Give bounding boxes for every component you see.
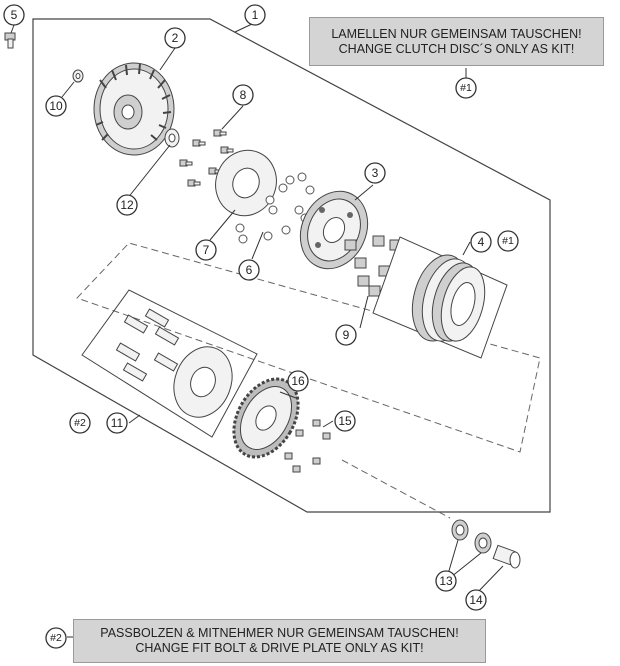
kit-ref-2-part11-label: #2 xyxy=(74,417,86,429)
callout-4-label: 4 xyxy=(478,235,485,249)
callout-3: 3 xyxy=(364,162,386,184)
part-fit-bolt-drive-plate-kit-11 xyxy=(81,289,258,438)
part-thrust-washer-12 xyxy=(164,128,180,148)
part-clutch-basket-2 xyxy=(93,62,175,156)
kit-ref-2-part11: #2 xyxy=(69,412,91,434)
callout-7: 7 xyxy=(195,239,217,261)
callout-16-label: 16 xyxy=(291,374,305,388)
callout-3-label: 3 xyxy=(372,166,379,180)
kit-ref-1-part4: #1 xyxy=(497,230,519,252)
kit-note-clutch-discs: LAMELLEN NUR GEMEINSAM TAUSCHEN! CHANGE … xyxy=(309,17,604,66)
part-washer-10 xyxy=(72,69,84,83)
part-screws-15 xyxy=(284,419,331,473)
dashed-shaft-axis xyxy=(341,459,451,519)
kit-note-fit-bolt-german: PASSBOLZEN & MITNEHMER NUR GEMEINSAM TAU… xyxy=(100,626,459,640)
kit-ref-1-part4-label: #1 xyxy=(502,235,514,247)
part-bolt-5 xyxy=(4,32,16,49)
callout-15: 15 xyxy=(334,410,356,432)
part-spacers-13 xyxy=(451,519,492,554)
callout-5-label: 5 xyxy=(11,8,18,22)
dashed-group-outline xyxy=(76,242,541,453)
callout-11-label: 11 xyxy=(111,416,124,430)
callout-6: 6 xyxy=(238,259,260,281)
callout-14-label: 14 xyxy=(469,593,483,607)
callout-9-label: 9 xyxy=(343,328,350,342)
kit-note-fit-bolt-drive-plate: PASSBOLZEN & MITNEHMER NUR GEMEINSAM TAU… xyxy=(73,619,486,663)
callout-11: 11 xyxy=(106,412,128,434)
callout-2: 2 xyxy=(164,27,186,49)
part-screws-8 xyxy=(179,129,234,187)
callout-16: 16 xyxy=(287,370,309,392)
callout-8: 8 xyxy=(232,84,254,106)
callout-5: 5 xyxy=(3,4,25,26)
kit-note-clutch-discs-german: LAMELLEN NUR GEMEINSAM TAUSCHEN! xyxy=(331,27,582,41)
callout-4: 4 xyxy=(470,231,492,253)
part-bushing-14 xyxy=(492,544,521,569)
callout-1: 1 xyxy=(244,4,266,26)
callout-12: 12 xyxy=(116,194,138,216)
kit-ref-1-note: #1 xyxy=(455,77,477,99)
callout-10-label: 10 xyxy=(49,99,63,113)
callout-14: 14 xyxy=(465,589,487,611)
callout-1-label: 1 xyxy=(252,8,259,22)
callout-8-label: 8 xyxy=(240,88,247,102)
callout-7-label: 7 xyxy=(203,243,210,257)
part-plate-7 xyxy=(215,149,277,217)
callout-15-label: 15 xyxy=(338,414,352,428)
kit-note-clutch-discs-english: CHANGE CLUTCH DISC´S ONLY AS KIT! xyxy=(338,42,575,56)
callout-12-label: 12 xyxy=(120,198,134,212)
part-gear-16 xyxy=(232,377,300,459)
callout-13-label: 13 xyxy=(439,574,453,588)
kit-ref-2-note-label: #2 xyxy=(50,632,62,644)
callout-10: 10 xyxy=(45,95,67,117)
callout-9: 9 xyxy=(335,324,357,346)
kit-note-fit-bolt-english: CHANGE FIT BOLT & DRIVE PLATE ONLY AS KI… xyxy=(135,641,424,655)
part-springs-9 xyxy=(344,235,402,297)
callout-6-label: 6 xyxy=(246,263,253,277)
kit-ref-1-note-label: #1 xyxy=(460,82,472,94)
leader-lines xyxy=(10,23,504,638)
callout-13: 13 xyxy=(435,570,457,592)
kit-ref-2-note: #2 xyxy=(45,627,67,649)
assembly-frame xyxy=(32,18,551,513)
part-clutch-disc-kit-4 xyxy=(372,236,508,359)
callout-2-label: 2 xyxy=(172,31,179,45)
